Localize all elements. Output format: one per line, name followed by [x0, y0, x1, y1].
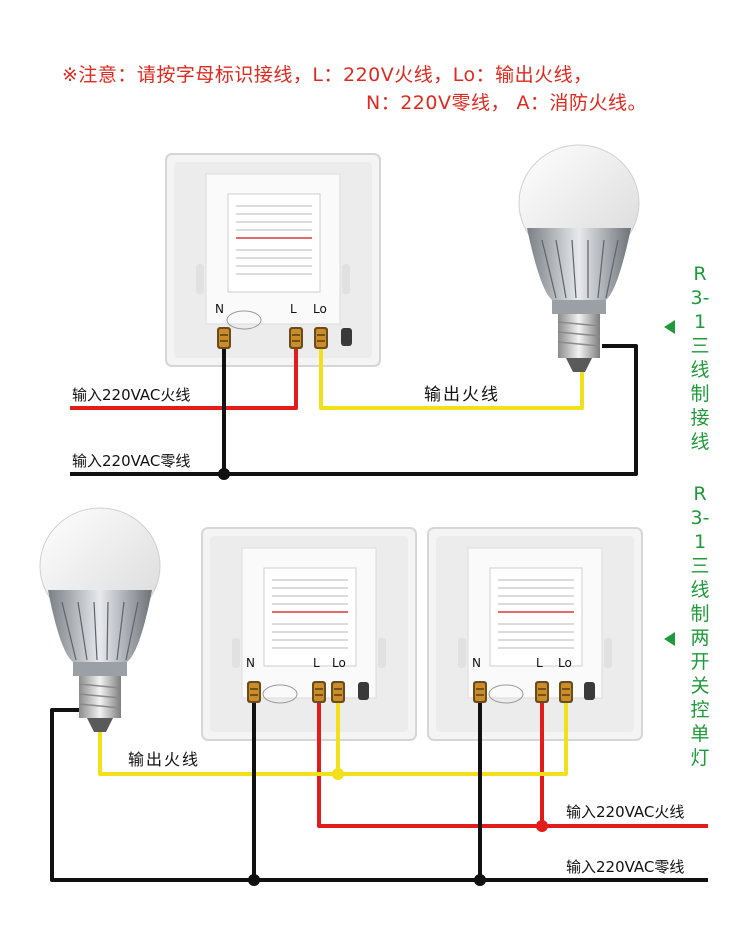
junction-dot-2b [536, 820, 548, 832]
label-input-neutral-1: 输入220VAC零线 [72, 452, 191, 470]
terminal-l-2b [534, 680, 550, 704]
terminal-a-1 [341, 328, 352, 346]
junction-dot-2c [248, 874, 260, 886]
terminal-label-lo-1: Lo [313, 302, 327, 316]
wire-live-2a [317, 694, 708, 828]
terminal-n-2a [246, 680, 262, 704]
terminal-a-2a [358, 682, 369, 700]
terminal-l-2a [311, 680, 327, 704]
wire-live-1 [70, 340, 298, 410]
switch-panel-2b [427, 527, 643, 741]
wire-output-1 [319, 340, 584, 410]
wiring-notice-line2: N：220V零线， A：消防火线。 [366, 92, 648, 114]
label-input-live-2: 输入220VAC火线 [566, 803, 685, 821]
light-bulb-2 [39, 507, 161, 732]
junction-dot-1 [218, 468, 230, 480]
arrow-left-icon [664, 320, 675, 334]
label-output-live-2: 输出火线 [128, 750, 201, 769]
side-title-2: R3-1三线制两开关控单灯 [690, 483, 710, 769]
terminal-lo-1 [313, 326, 329, 350]
label-output-live-1: 输出火线 [424, 385, 500, 405]
terminal-label-l-1: L [290, 302, 297, 316]
label-input-neutral-2: 输入220VAC零线 [566, 858, 685, 876]
terminal-n-2b [472, 680, 488, 704]
terminal-label-n-1: N [215, 302, 224, 316]
terminal-label-l-2b: L [536, 656, 543, 670]
terminal-label-n-2b: N [472, 656, 481, 670]
label-input-live-1: 输入220VAC火线 [72, 386, 191, 404]
terminal-label-n-2a: N [246, 656, 255, 670]
terminal-label-lo-2a: Lo [332, 656, 346, 670]
terminal-n-1 [216, 326, 232, 350]
junction-dot-2a [332, 768, 344, 780]
switch-panel-2a [201, 527, 417, 741]
junction-dot-2d [474, 874, 486, 886]
terminal-label-l-2a: L [313, 656, 320, 670]
terminal-lo-2b [558, 680, 574, 704]
side-title-1: R3-1三线制接线 [690, 263, 710, 453]
arrow-left-icon [664, 632, 675, 646]
wire-neutral-1a [70, 344, 638, 476]
wiring-notice-line1: ※注意：请按字母标识接线，L：220V火线，Lo：输出火线， [62, 64, 593, 86]
terminal-lo-2a [330, 680, 346, 704]
terminal-label-lo-2b: Lo [558, 656, 572, 670]
terminal-a-2b [584, 682, 595, 700]
wire-neutral-2a [50, 708, 708, 882]
terminal-l-1 [288, 326, 304, 350]
light-bulb-1 [518, 144, 640, 372]
